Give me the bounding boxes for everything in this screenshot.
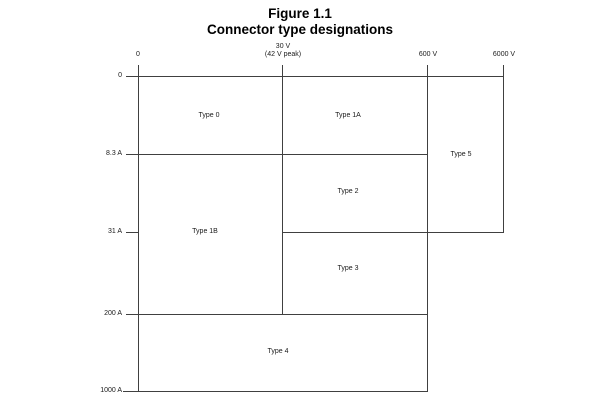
y-tick-label-200a: 200 A	[104, 310, 122, 317]
x-tick-label-600v: 600 V	[418, 51, 438, 58]
gridline-200a	[126, 314, 428, 315]
figure-caption: Connector type designations	[206, 22, 394, 37]
region-label-type-3: Type 3	[337, 265, 359, 272]
gridline-31a	[282, 232, 504, 233]
x-tick-label-30v-main: 30 V	[275, 43, 291, 50]
top-boundary-line	[126, 76, 504, 77]
region-label-type-5: Type 5	[450, 151, 472, 158]
tick-31a	[126, 232, 139, 233]
region-label-type-0: Type 0	[198, 112, 220, 119]
bottom-boundary-line	[123, 391, 428, 392]
figure-number: Figure 1.1	[268, 6, 332, 21]
region-label-type-4: Type 4	[267, 348, 289, 355]
x-tick-label-6000v: 6000 V	[492, 51, 516, 58]
y-tick-label-1000a: 1000 A	[100, 387, 122, 394]
region-label-type-1b: Type 1B	[192, 228, 218, 235]
y-axis-line	[138, 65, 139, 392]
gridline-8-3a	[126, 154, 428, 155]
y-tick-label-31a: 31 A	[107, 228, 122, 235]
y-tick-label-0: 0	[118, 72, 122, 79]
gridline-30v	[282, 65, 283, 314]
x-tick-label-30v: 30 V (42 V peak)	[265, 43, 301, 59]
gridline-600v	[427, 65, 428, 392]
x-tick-label-0: 0	[136, 51, 140, 58]
region-label-type-1a: Type 1A	[335, 112, 361, 119]
x-tick-label-30v-sub: (42 V peak)	[264, 51, 302, 58]
gridline-6000v	[503, 65, 504, 233]
y-tick-label-8-3a: 8.3 A	[106, 150, 122, 157]
region-label-type-2: Type 2	[337, 188, 359, 195]
